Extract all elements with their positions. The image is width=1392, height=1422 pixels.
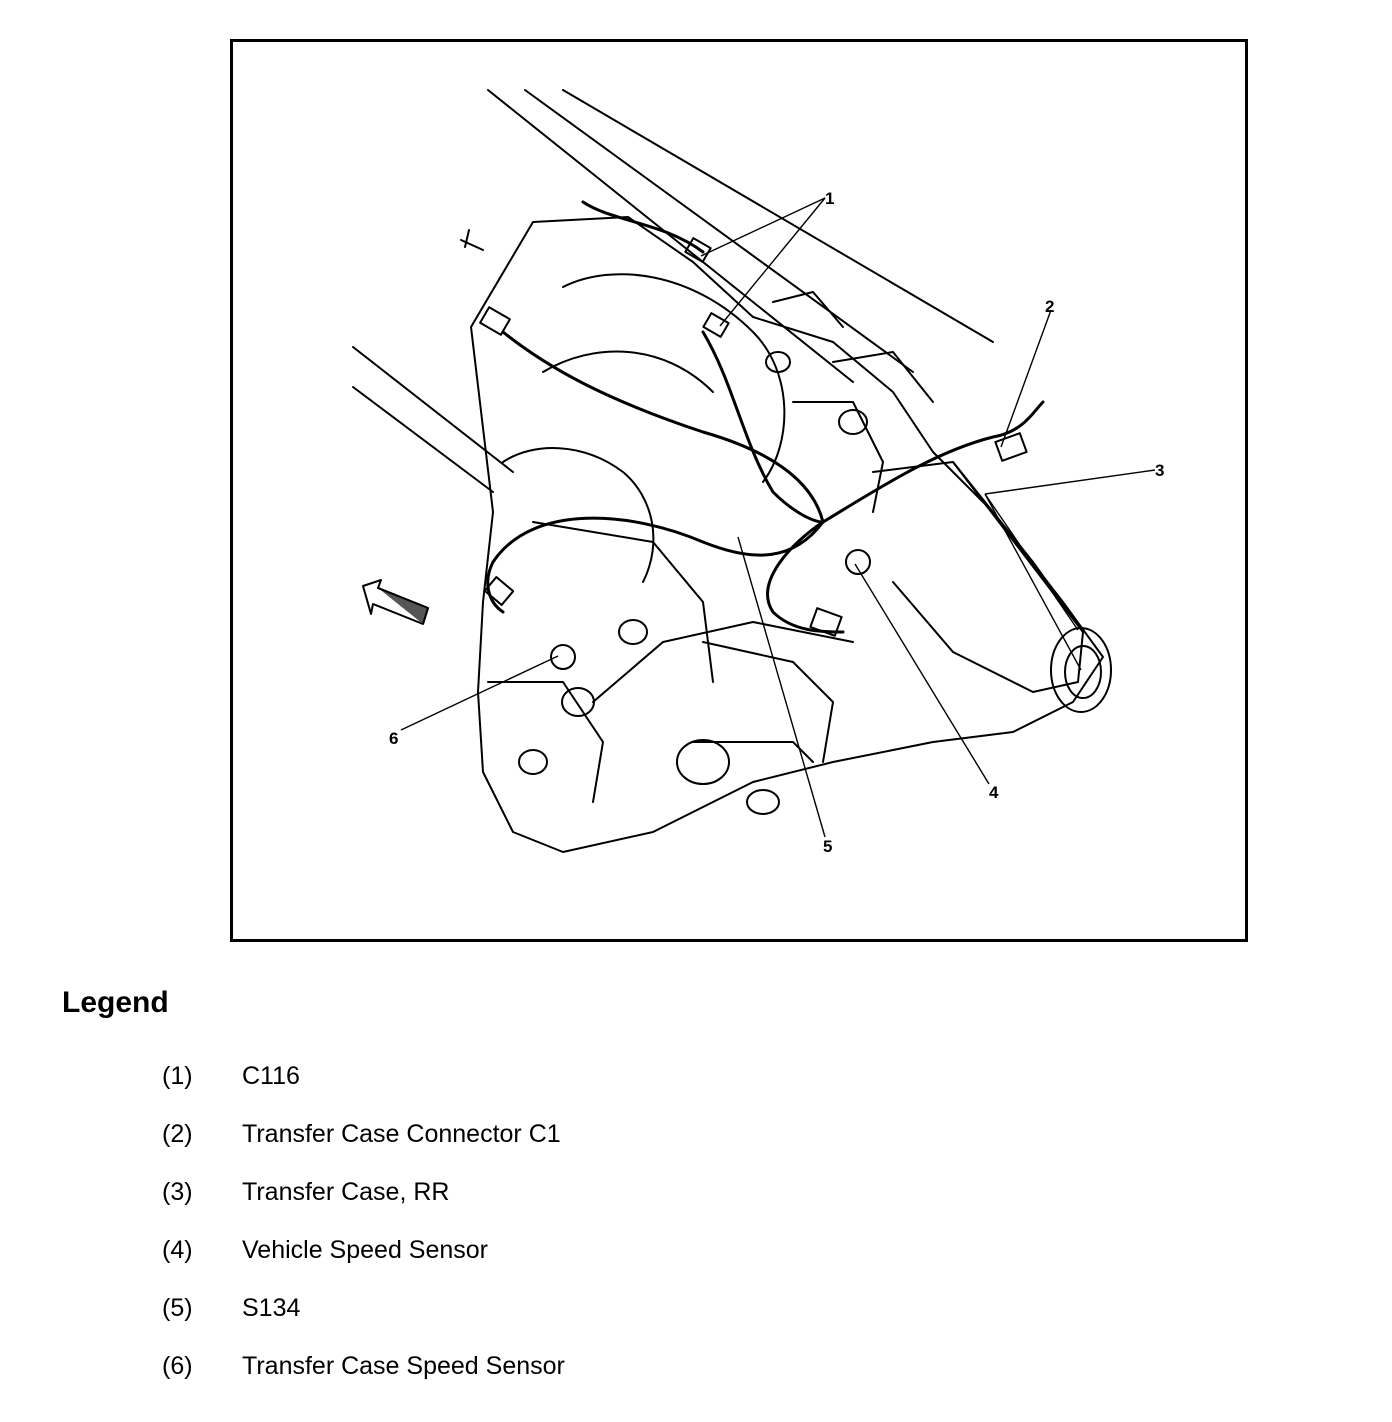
legend-item-number: (5) (162, 1294, 193, 1322)
legend-item-label: Transfer Case Speed Sensor (242, 1352, 565, 1380)
frame-rails (352, 89, 994, 493)
legend-item-label: Vehicle Speed Sensor (242, 1236, 489, 1264)
rear-output-housing (872, 461, 1112, 713)
front-direction-arrow-icon (362, 579, 429, 625)
callout-4: 4 (989, 783, 999, 802)
transfer-case-illustration: 1 2 3 4 5 6 (352, 89, 1164, 856)
legend-item-number: (2) (162, 1120, 193, 1148)
callout-5: 5 (823, 837, 832, 856)
callout-3: 3 (1155, 461, 1164, 480)
legend-item-number: (4) (162, 1236, 193, 1264)
callout-1: 1 (825, 189, 834, 208)
legend-item-number: (6) (162, 1352, 193, 1380)
legend-item-label: Transfer Case Connector C1 (242, 1120, 561, 1148)
callout-6: 6 (389, 729, 398, 748)
wiring-harness (486, 200, 1045, 634)
legend-item-label: Transfer Case, RR (242, 1178, 450, 1206)
transfer-case-body (470, 216, 1104, 853)
diagram-frame: 1 2 3 4 5 6 (230, 39, 1248, 942)
callout-2: 2 (1045, 297, 1054, 316)
connectors (460, 229, 1028, 670)
leader-lines (400, 197, 1156, 838)
legend-title: Legend (62, 986, 169, 1019)
legend-item-number: (3) (162, 1178, 193, 1206)
legend-item-number: (1) (162, 1062, 193, 1090)
legend-item-label: S134 (242, 1294, 301, 1322)
callout-labels: 1 2 3 4 5 6 (389, 189, 1164, 856)
legend-item-label: C116 (242, 1062, 300, 1090)
